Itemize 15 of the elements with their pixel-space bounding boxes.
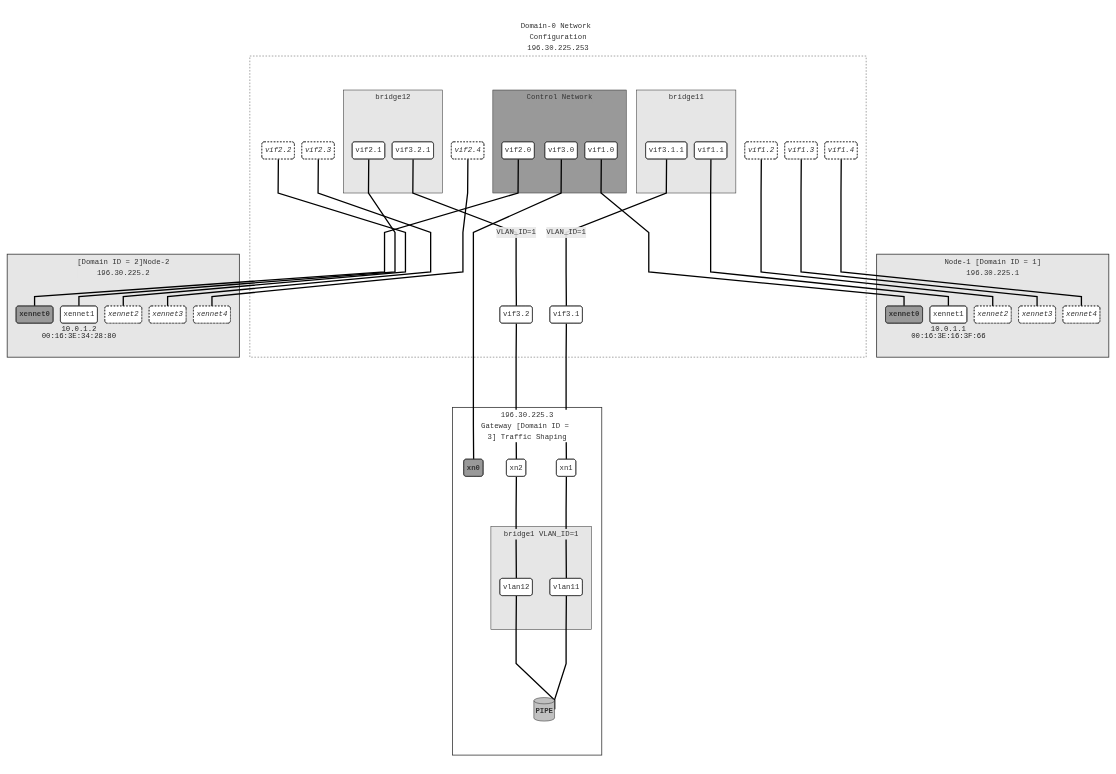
connector [122,158,407,307]
cluster [249,55,867,358]
connector [710,158,950,307]
connector [760,158,994,307]
connector [412,158,518,307]
connector [565,476,567,580]
connector [565,158,668,307]
connector [78,158,396,307]
connector [33,158,519,307]
connector [800,158,1038,307]
connector [515,476,518,580]
connector [840,158,1083,307]
connector [600,158,905,307]
connector [211,158,469,307]
connector [166,158,432,307]
